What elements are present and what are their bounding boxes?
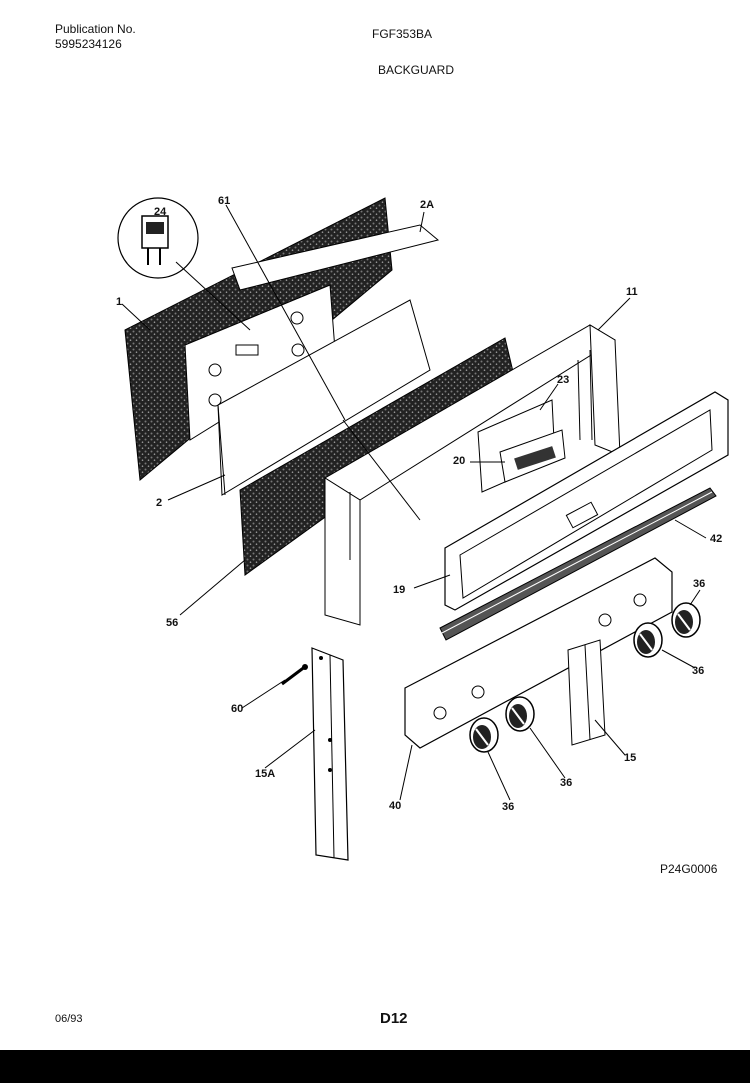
part-60-screw [281, 664, 308, 686]
callout-1: 1 [116, 296, 123, 308]
footer-date: 06/93 [55, 1013, 83, 1025]
callout-36-b: 36 [692, 665, 705, 677]
callout-15a: 15A [255, 768, 276, 780]
knob-36-d [469, 717, 499, 753]
part-15-bracket [567, 639, 606, 746]
diagram-code: P24G0006 [660, 862, 718, 876]
callout-2a: 2A [420, 199, 435, 211]
callout-23: 23 [557, 374, 570, 386]
part-2a-bracket [231, 224, 440, 291]
callout-42: 42 [710, 533, 723, 545]
callout-40: 40 [389, 800, 402, 812]
callout-36-a: 36 [693, 578, 706, 590]
section-title: BACKGUARD [378, 63, 455, 77]
page-number: D12 [380, 1010, 408, 1027]
callout-19: 19 [393, 584, 406, 596]
callout-11: 11 [626, 286, 638, 298]
callout-24: 24 [154, 206, 167, 218]
knob-36-b [633, 622, 663, 658]
part-15a-bracket [311, 647, 349, 861]
knob-36-c [505, 696, 535, 732]
knob-36-a [671, 602, 701, 638]
model-number: FGF353BA [372, 27, 433, 41]
part-24-switch-inset [117, 197, 199, 279]
callout-2: 2 [156, 497, 163, 509]
callout-61: 61 [218, 195, 231, 207]
publication-label: Publication No. [55, 22, 136, 36]
callout-36-c: 36 [560, 777, 573, 789]
callout-20: 20 [453, 455, 466, 467]
callout-15: 15 [624, 752, 637, 764]
callout-60: 60 [231, 703, 244, 715]
part-2-bracket [217, 299, 431, 496]
callout-56: 56 [166, 617, 179, 629]
publication-number: 5995234126 [55, 37, 122, 51]
part-40-control-panel [404, 557, 673, 749]
callout-36-d: 36 [502, 801, 515, 813]
scan-bottom-border [0, 1050, 750, 1083]
